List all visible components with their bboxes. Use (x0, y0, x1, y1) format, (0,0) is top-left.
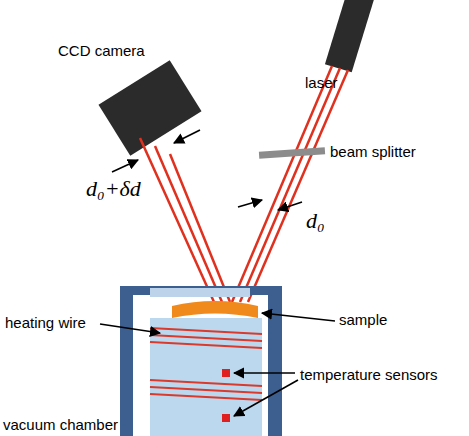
part-label: heating wire (5, 314, 86, 332)
part-label: beam splitter (330, 143, 416, 161)
temperature-sensor (222, 414, 230, 422)
leader-arrows (100, 313, 335, 416)
heater-block (150, 318, 262, 436)
temperature-sensor (222, 369, 230, 377)
dimension-label: d₀ (306, 208, 325, 234)
part-label: sample (339, 311, 387, 329)
device-label: CCD camera (58, 42, 145, 60)
beam-splitter (259, 147, 325, 159)
camera-body (98, 60, 201, 155)
laser-body (325, 0, 375, 72)
vacuum-chamber (120, 286, 282, 436)
device-label: laser (305, 74, 338, 92)
part-label: vacuum chamber (3, 416, 118, 434)
laser-beams (140, 66, 348, 302)
dimension-label: d₀+δd (86, 176, 141, 202)
sample-shape (172, 301, 258, 318)
heating-wires (150, 328, 262, 400)
part-label: temperature sensors (300, 366, 438, 384)
